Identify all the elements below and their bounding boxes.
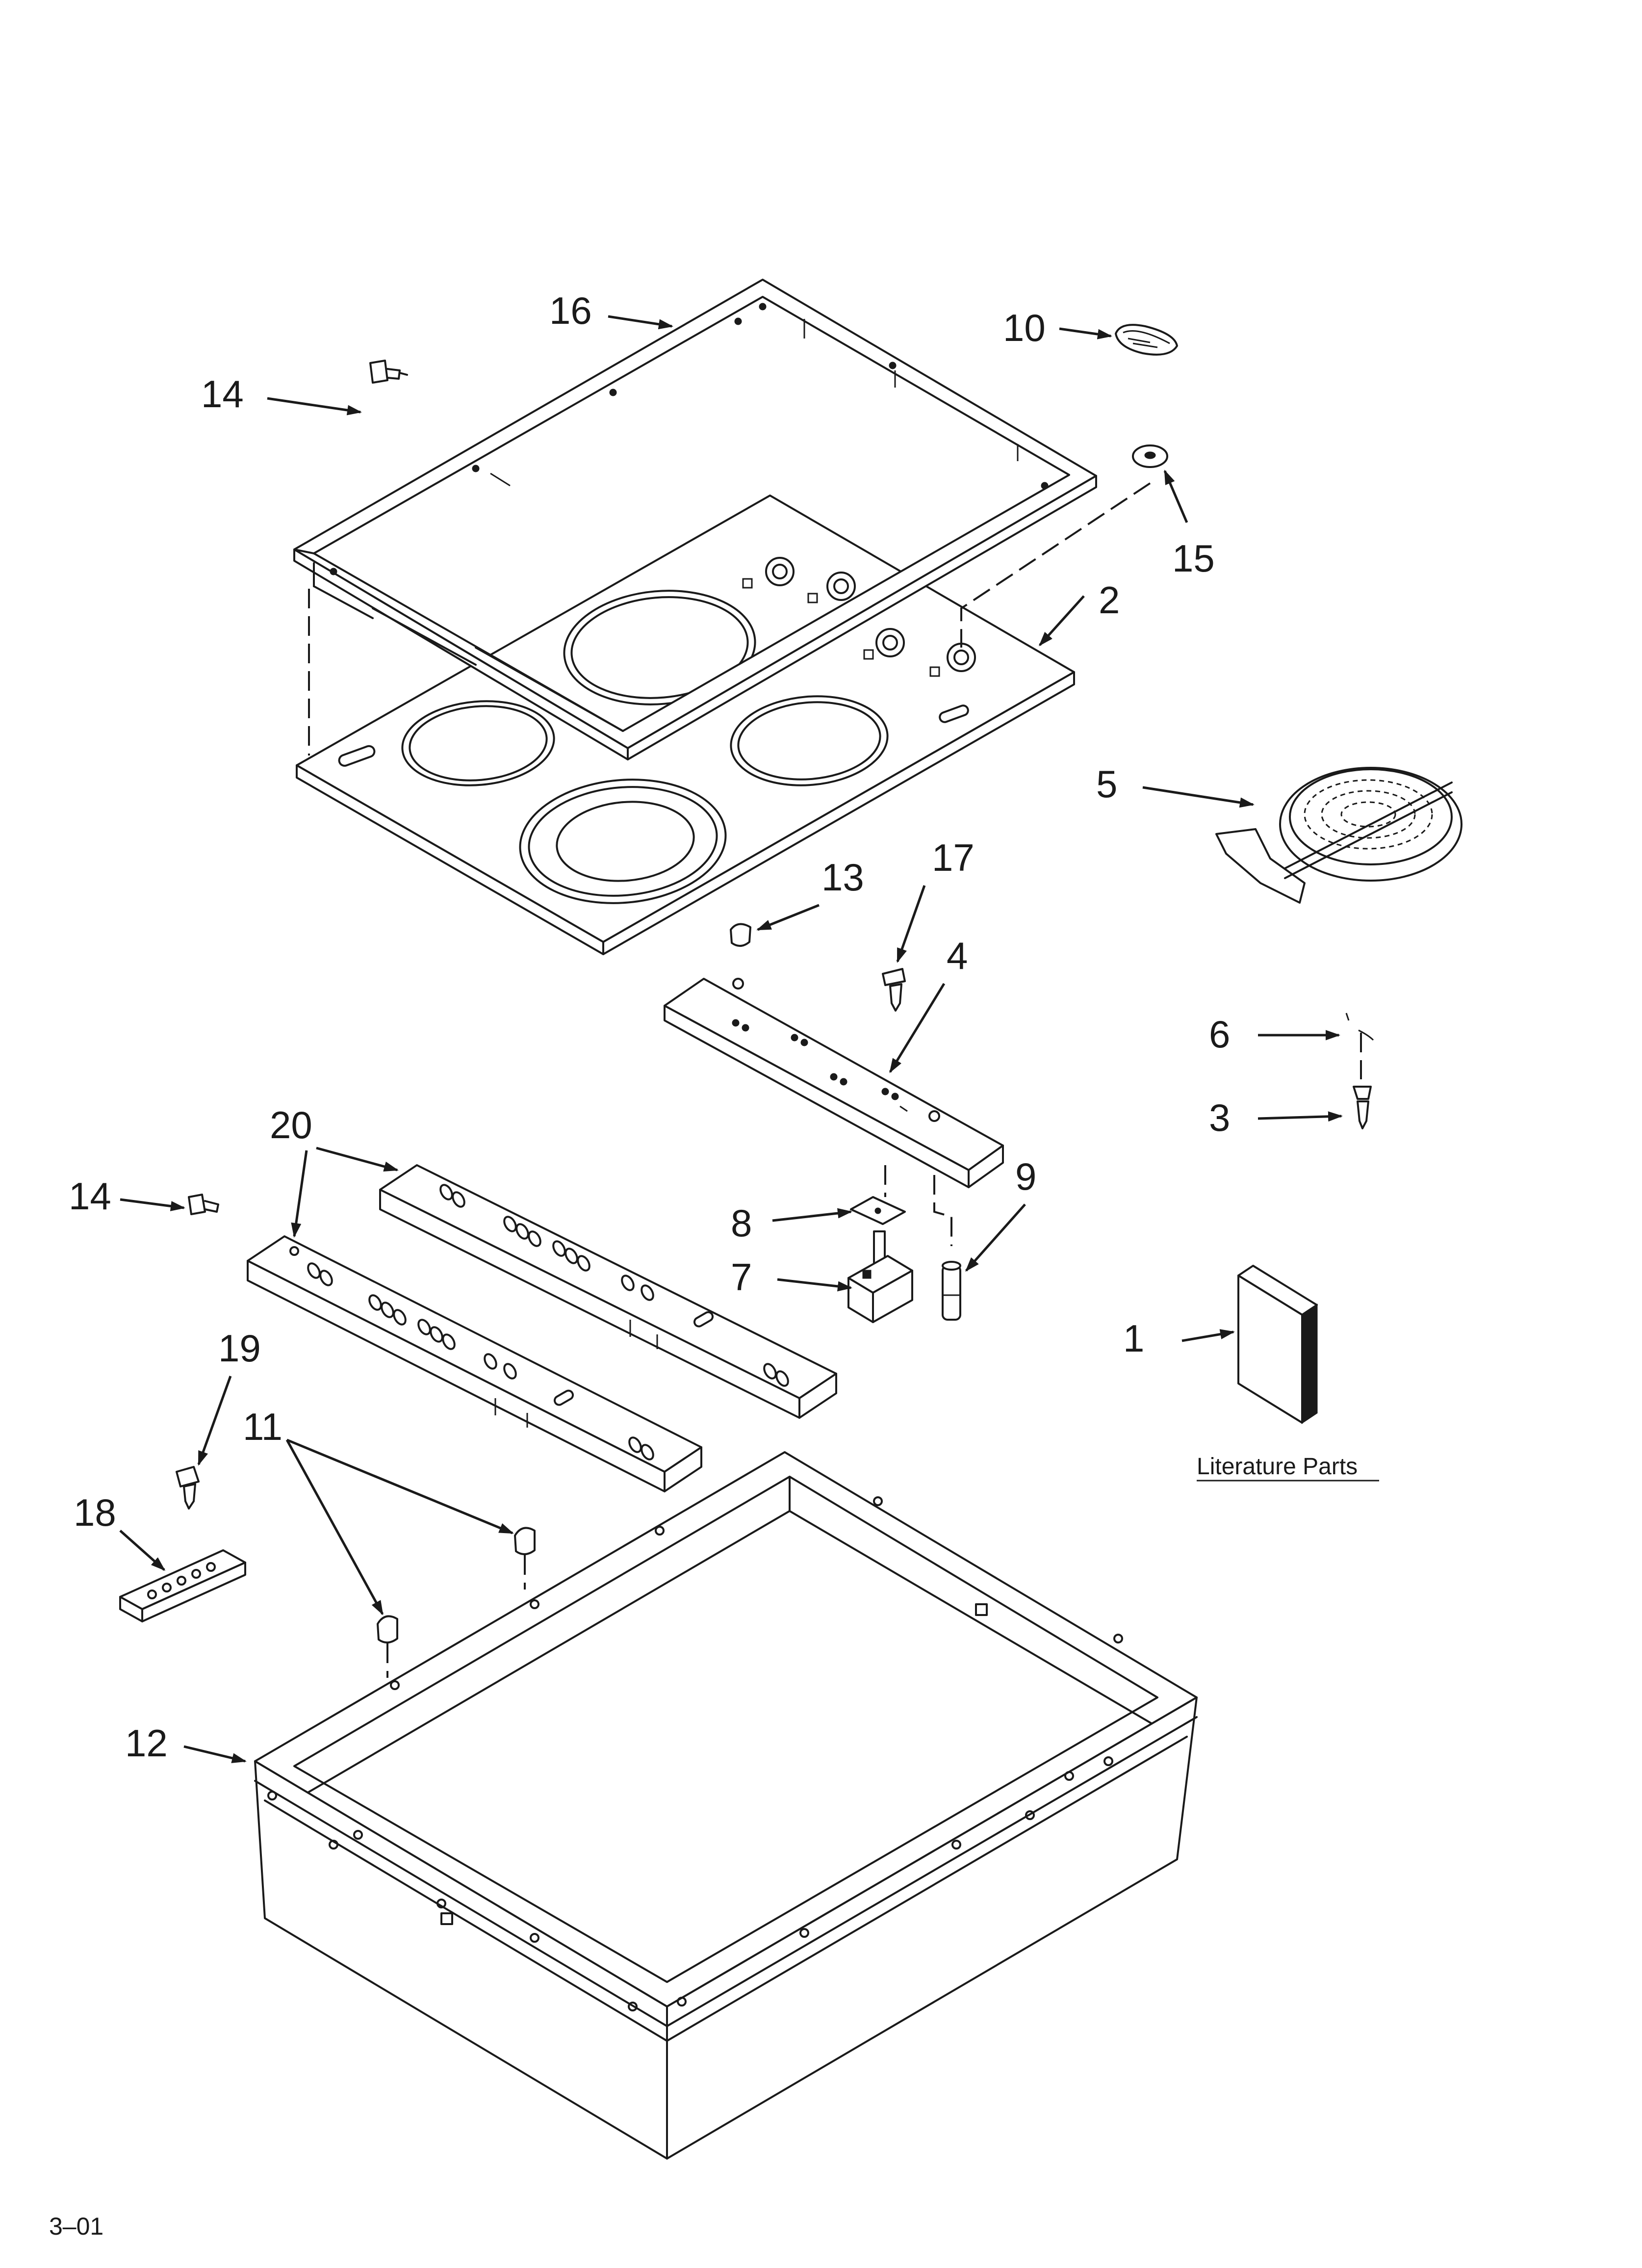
literature-book-part	[1237, 1265, 1318, 1424]
callout-15: 15	[1172, 537, 1215, 580]
clip-part	[1345, 1013, 1374, 1041]
callout-14-upper: 14	[201, 372, 244, 416]
callout-18: 18	[74, 1491, 116, 1534]
callout-11: 11	[243, 1405, 282, 1448]
callout-2: 2	[1099, 578, 1120, 622]
grommet-part-11-upper	[514, 1527, 536, 1555]
radiant-element-part	[1215, 767, 1462, 904]
callout-8: 8	[731, 1201, 752, 1245]
callout-7: 7	[731, 1255, 752, 1299]
screw-part-14-lower	[188, 1194, 219, 1215]
callout-20: 20	[270, 1103, 312, 1147]
page-code: 3–01	[49, 2213, 103, 2240]
trim-bracket-part-upper	[379, 1164, 837, 1419]
grommet-part-13	[730, 923, 751, 947]
callout-14-lower: 14	[69, 1174, 111, 1218]
callout-4: 4	[947, 934, 968, 977]
base-pan-part	[254, 1451, 1198, 2160]
callout-13: 13	[821, 856, 864, 899]
callout-12: 12	[125, 1721, 168, 1765]
callout-9: 9	[1015, 1155, 1036, 1198]
callout-1: 1	[1123, 1317, 1144, 1360]
literature-parts-caption: Literature Parts	[1197, 1454, 1358, 1480]
screw-part-19	[176, 1466, 200, 1510]
callout-6: 6	[1209, 1013, 1230, 1056]
callout-17: 17	[932, 836, 975, 879]
screw-part-17	[882, 968, 906, 1012]
switch-part	[847, 1230, 913, 1323]
plate-part	[850, 1196, 906, 1225]
sensor-part	[942, 1261, 961, 1321]
knob-part	[1115, 324, 1178, 356]
cooktop-frame-part	[293, 279, 1097, 760]
grommet-part-11-lower	[377, 1615, 398, 1643]
screw-part-3	[1353, 1086, 1372, 1129]
spacer-part	[1132, 444, 1168, 468]
callout-10: 10	[1003, 306, 1046, 349]
trim-bracket-part-lower	[247, 1235, 702, 1492]
control-bracket-part	[664, 978, 1004, 1188]
callout-5: 5	[1096, 762, 1117, 806]
callout-19: 19	[218, 1327, 261, 1370]
terminal-bracket-part	[119, 1549, 246, 1622]
screw-part-14-upper	[369, 360, 408, 384]
callout-16: 16	[549, 289, 592, 332]
callout-3: 3	[1209, 1096, 1230, 1139]
